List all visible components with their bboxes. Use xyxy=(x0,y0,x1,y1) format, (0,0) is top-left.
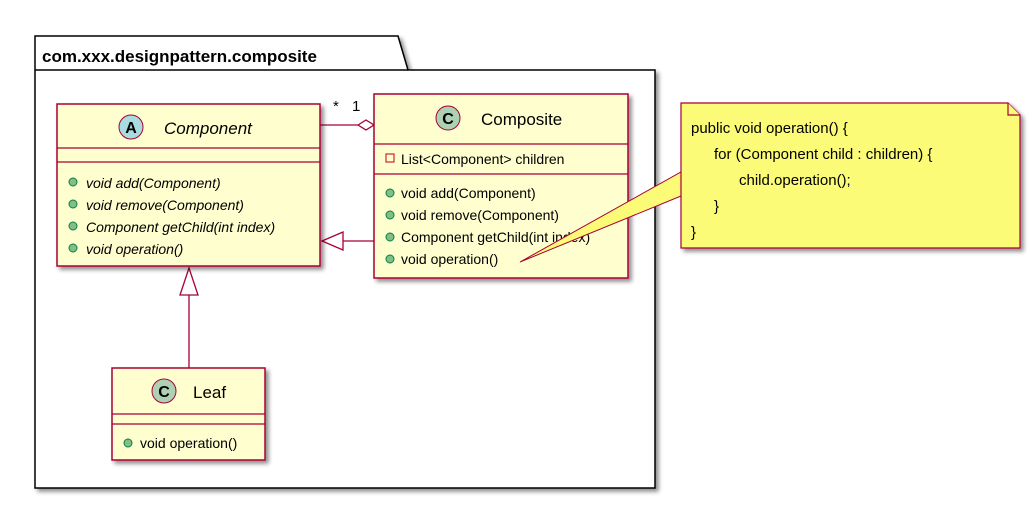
method: void operation() xyxy=(86,241,183,257)
composite-multiplicity: 1 xyxy=(352,98,360,115)
method: void operation() xyxy=(401,251,498,267)
class-stereotype-letter: C xyxy=(158,384,170,401)
package-name: com.xxx.designpattern.composite xyxy=(42,47,317,66)
class-leaf[interactable]: C Leaf void operation() xyxy=(111,367,266,461)
note-line: child.operation(); xyxy=(739,172,851,189)
class-name: Composite xyxy=(481,110,562,129)
method: void remove(Component) xyxy=(86,197,244,213)
field-list: List<Component> children xyxy=(385,151,564,167)
leaf-inheritance-arrow xyxy=(179,265,199,296)
method: void remove(Component) xyxy=(401,207,559,223)
note-line: } xyxy=(714,198,719,215)
class-name: Leaf xyxy=(193,383,226,402)
public-visibility-icon xyxy=(68,243,78,253)
note-fold xyxy=(1007,103,1020,116)
public-visibility-icon xyxy=(68,221,78,231)
class-stereotype-letter: C xyxy=(442,111,454,128)
class-icon xyxy=(151,378,177,404)
class-name: Component xyxy=(164,119,253,138)
public-visibility-icon xyxy=(123,438,133,448)
class-composite[interactable]: C Composite List<Component> children voi… xyxy=(373,93,629,279)
class-component[interactable]: A Component void add(Component) void rem… xyxy=(56,103,321,267)
public-visibility-icon xyxy=(385,232,395,242)
class-stereotype-letter: A xyxy=(125,120,137,137)
public-visibility-icon xyxy=(385,254,395,264)
method: void add(Component) xyxy=(401,185,536,201)
public-visibility-icon xyxy=(385,210,395,220)
method: void operation() xyxy=(140,435,237,451)
note-line: for (Component child : children) { xyxy=(714,146,932,163)
abstract-class-icon xyxy=(118,114,144,140)
public-visibility-icon xyxy=(68,199,78,209)
relations: * 1 xyxy=(179,98,376,368)
note-line: } xyxy=(691,224,696,241)
method-list: void add(Component) void remove(Componen… xyxy=(385,185,590,267)
class-icon xyxy=(435,105,461,131)
public-visibility-icon xyxy=(385,188,395,198)
component-multiplicity: * xyxy=(333,98,339,115)
public-visibility-icon xyxy=(68,177,78,187)
private-visibility-icon xyxy=(385,153,395,163)
method-list: void add(Component) void remove(Componen… xyxy=(68,175,275,257)
note[interactable]: public void operation() { for (Component… xyxy=(519,102,1021,263)
field: List<Component> children xyxy=(401,151,564,167)
method: Component getChild(int index) xyxy=(401,229,590,245)
method-list: void operation() xyxy=(123,435,237,451)
composite-inheritance-arrow xyxy=(320,231,344,251)
method: void add(Component) xyxy=(86,175,221,191)
method: Component getChild(int index) xyxy=(86,219,275,235)
note-line: public void operation() { xyxy=(691,120,848,137)
